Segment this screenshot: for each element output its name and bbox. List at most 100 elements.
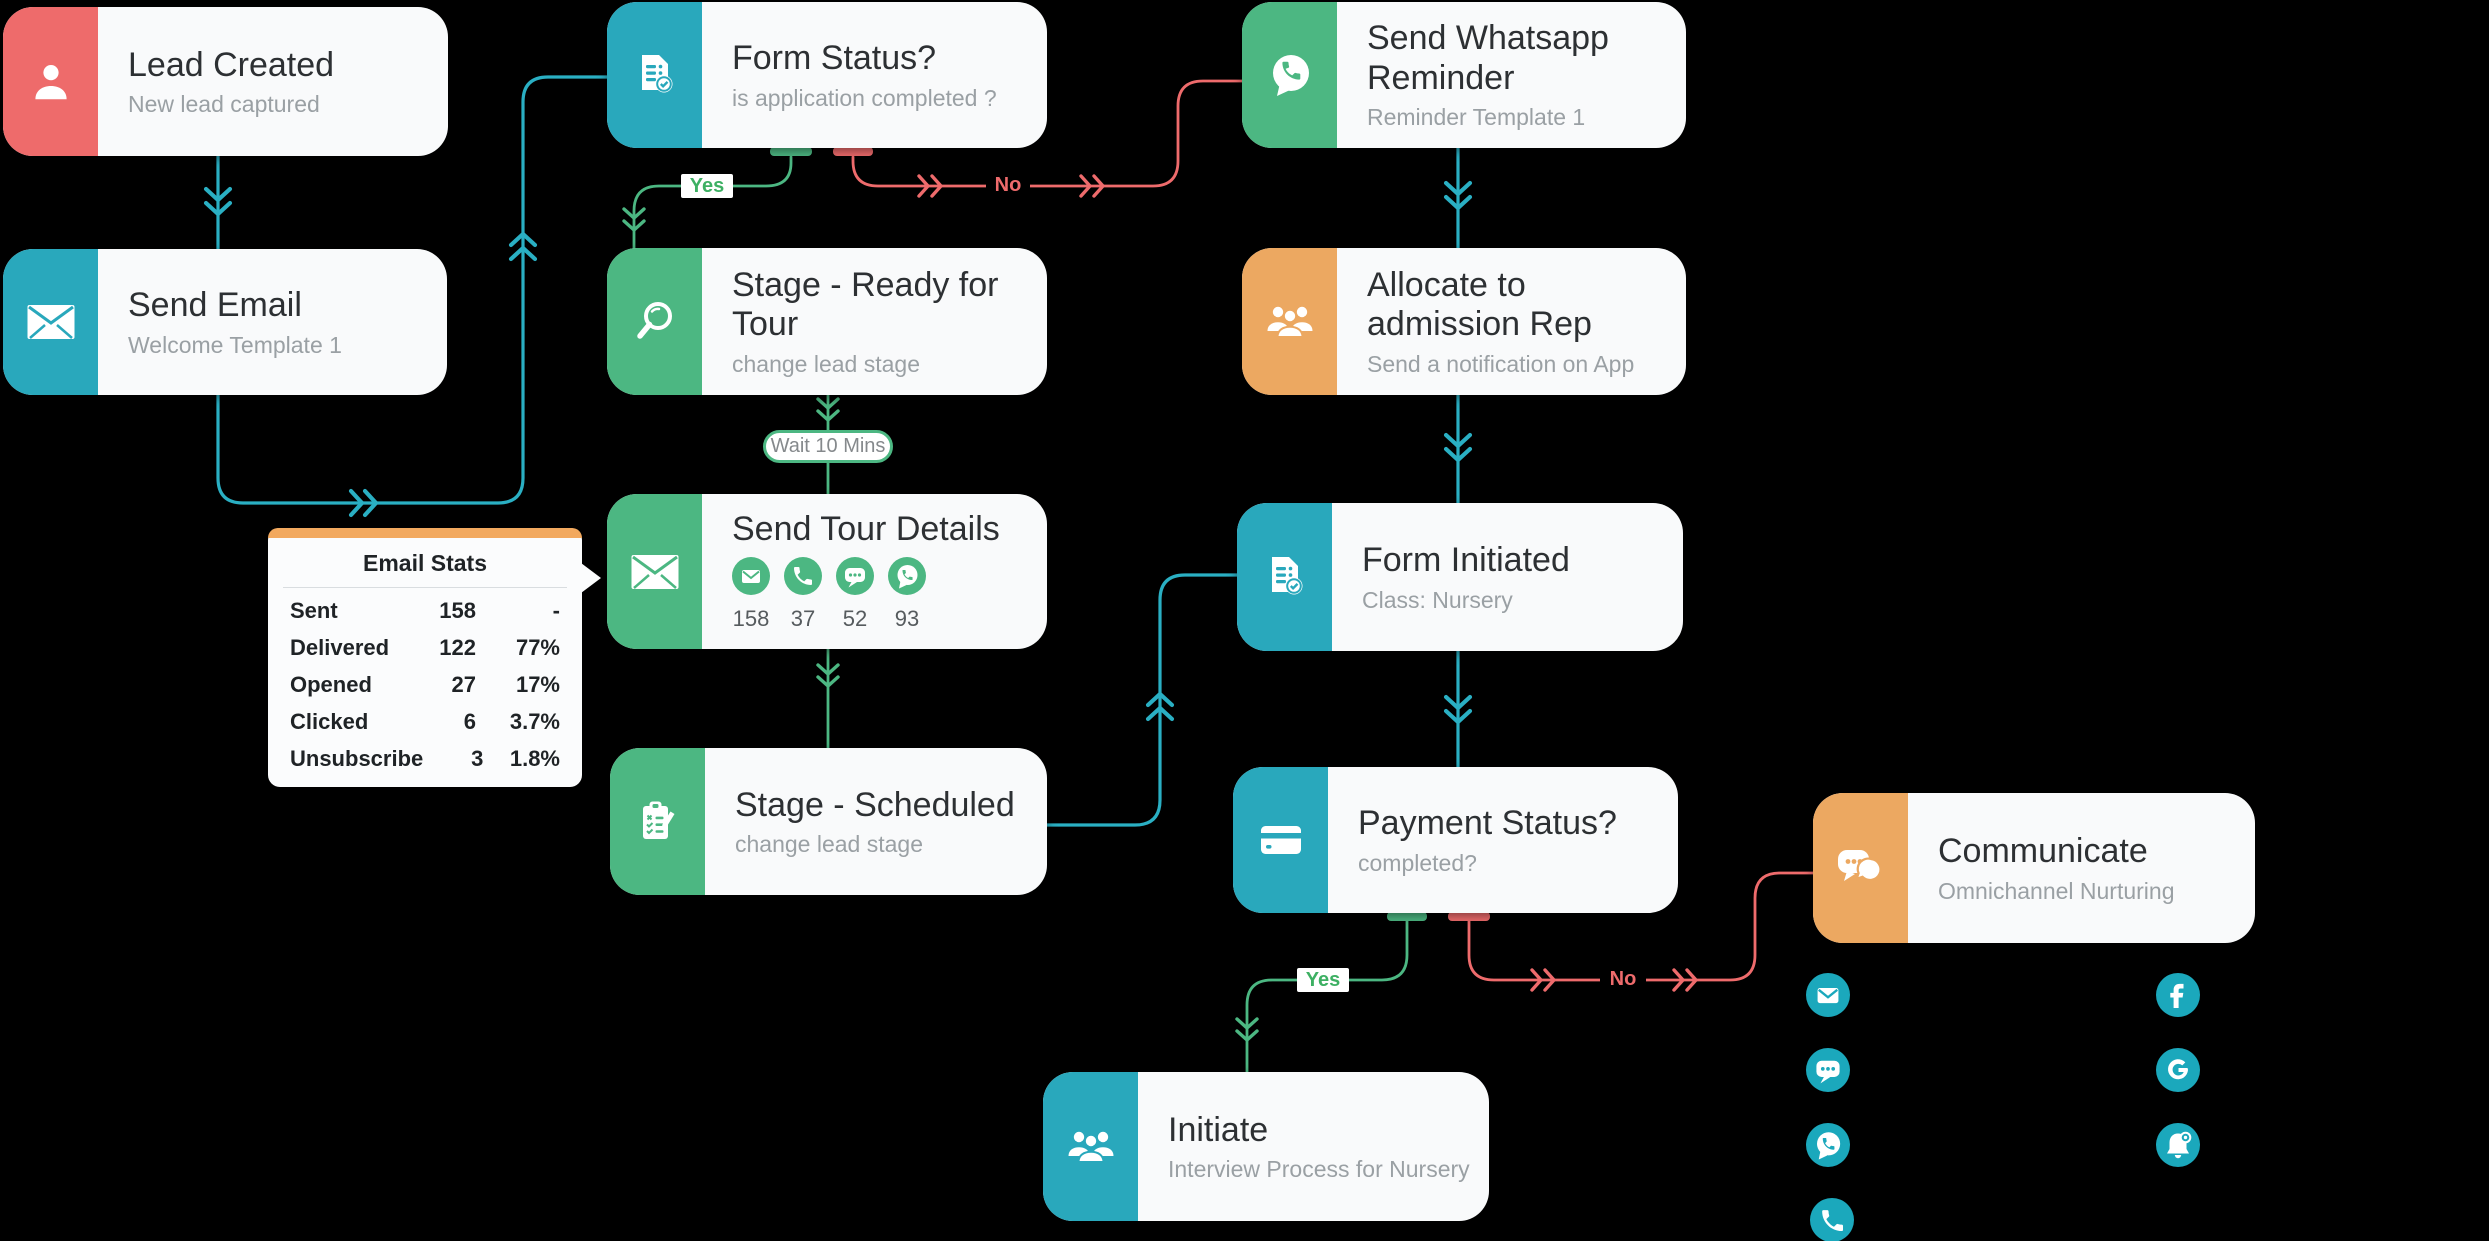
node-lead-created[interactable]: Lead Created New lead captured [3, 7, 448, 156]
email-stats-row-unsubscribe: Unsubscribe 3 1.8% [290, 740, 560, 777]
node-subtitle: Welcome Template 1 [128, 331, 342, 358]
form-check-icon [607, 2, 702, 148]
node-communicate[interactable]: Communicate Omnichannel Nurturing [1813, 793, 2255, 943]
email-stats-row-delivered: Delivered 122 77% [290, 629, 560, 666]
stat-pct: 77% [515, 634, 560, 660]
email-icon [3, 249, 98, 395]
node-subtitle: Interview Process for Nursery [1168, 1156, 1470, 1183]
clipboard-icon [610, 748, 705, 895]
email-stats-panel: Email Stats Sent 158 - Delivered 122 77%… [268, 528, 601, 787]
stat-label: Opened [290, 671, 372, 697]
branch-stubs [770, 147, 1490, 921]
node-payment-status[interactable]: Payment Status? completed? [1233, 767, 1678, 913]
channel-stats-row: 158 37 52 9 [732, 557, 1037, 632]
channel-call-count: 37 [790, 606, 816, 632]
node-subtitle: change lead stage [732, 350, 920, 377]
node-stage-scheduled[interactable]: Stage - Scheduled change lead stage [610, 748, 1047, 895]
stat-pct: 1.8% [509, 745, 560, 771]
channel-whatsapp[interactable]: 93 [888, 557, 926, 632]
whatsapp-icon [1242, 2, 1337, 148]
channel-email[interactable]: 158 [732, 557, 770, 632]
stat-pct: 3.7% [509, 708, 560, 734]
stat-label: Clicked [290, 708, 369, 734]
channel-sms-count: 52 [842, 606, 868, 632]
credit-card-icon [1233, 767, 1328, 913]
yes-label-form-status: Yes [681, 174, 733, 198]
stat-pct: 17% [515, 671, 560, 697]
node-subtitle: New lead captured [128, 91, 320, 118]
social-call-icon[interactable] [1810, 1198, 1854, 1241]
node-send-tour-details[interactable]: Send Tour Details 158 37 [607, 494, 1047, 649]
call-mini-icon [784, 557, 822, 600]
no-label-form-status: No [986, 172, 1030, 199]
search-icon [607, 248, 702, 395]
node-title: Allocate to admission Rep [1367, 265, 1592, 344]
node-subtitle: Omnichannel Nurturing [1938, 877, 2175, 904]
node-title: Send Tour Details [732, 510, 1000, 548]
social-notification-bell-icon[interactable] [2156, 1123, 2200, 1167]
red-arrowheads [917, 174, 1698, 992]
email-stats-row-opened: Opened 27 17% [290, 666, 560, 703]
email-stats-rows: Sent 158 - Delivered 122 77% Opened 27 1… [268, 592, 582, 777]
email-stats-row-clicked: Clicked 6 3.7% [290, 703, 560, 740]
user-icon [3, 7, 98, 156]
node-subtitle: Send a notification on App [1367, 350, 1635, 377]
social-google-icon[interactable] [2156, 1048, 2200, 1092]
wait-timer-pill[interactable]: Wait 10 Mins [763, 430, 893, 463]
email-icon [607, 494, 702, 649]
sms-mini-icon [836, 557, 874, 600]
email-mini-icon [732, 557, 770, 600]
stat-pct: - [552, 597, 560, 623]
team-icon [1242, 248, 1337, 395]
whatsapp-mini-icon [888, 557, 926, 600]
node-title: Stage - Ready for Tour [732, 265, 999, 344]
email-stats-title: Email Stats [363, 550, 487, 576]
node-title: Initiate [1168, 1110, 1269, 1149]
email-stats-divider [283, 587, 567, 588]
team-icon [1043, 1072, 1138, 1221]
node-send-email[interactable]: Send Email Welcome Template 1 [3, 249, 447, 395]
edge-formstatus-no [851, 79, 1244, 188]
edge-payment-no [1467, 871, 1815, 982]
channel-email-count: 158 [732, 606, 770, 632]
node-title: Payment Status? [1358, 804, 1617, 843]
edge-payment-yes [1245, 915, 1409, 1074]
social-email-icon[interactable] [1806, 973, 1850, 1017]
red-edges [851, 79, 1815, 982]
teal-arrowheads [203, 180, 1473, 725]
node-title: Form Initiated [1362, 541, 1570, 580]
stat-label: Sent [290, 597, 338, 623]
node-title: Communicate [1938, 832, 2148, 871]
node-send-whatsapp-reminder[interactable]: Send Whatsapp Reminder Reminder Template… [1242, 2, 1686, 148]
email-stats-accent-bar [268, 528, 582, 538]
node-title: Stage - Scheduled [735, 785, 1015, 824]
node-title: Send Whatsapp Reminder [1367, 19, 1609, 97]
node-stage-ready-for-tour[interactable]: Stage - Ready for Tour change lead stage [607, 248, 1047, 395]
node-title: Form Status? [732, 39, 937, 78]
stat-label: Unsubscribe [290, 745, 424, 771]
stat-value: 27 [451, 671, 476, 697]
social-whatsapp-icon[interactable] [1806, 1123, 1850, 1167]
stat-value: 158 [439, 597, 476, 623]
node-initiate[interactable]: Initiate Interview Process for Nursery [1043, 1072, 1489, 1221]
social-facebook-icon[interactable] [2156, 973, 2200, 1017]
node-subtitle: completed? [1358, 849, 1477, 876]
social-sms-icon[interactable] [1806, 1048, 1850, 1092]
node-allocate-admission-rep[interactable]: Allocate to admission Rep Send a notific… [1242, 248, 1686, 395]
no-label-payment: No [1600, 966, 1646, 993]
node-form-status[interactable]: Form Status? is application completed ? [607, 2, 1047, 148]
green-arrowheads [622, 207, 1259, 1042]
channel-sms[interactable]: 52 [836, 557, 874, 632]
channel-whatsapp-count: 93 [894, 606, 920, 632]
edge-email-to-formstatus [216, 75, 609, 505]
channel-call[interactable]: 37 [784, 557, 822, 632]
node-title: Lead Created [128, 45, 335, 84]
node-form-initiated[interactable]: Form Initiated Class: Nursery [1237, 503, 1683, 651]
yes-label-payment: Yes [1297, 968, 1349, 992]
email-stats-row-sent: Sent 158 - [290, 592, 560, 629]
node-title: Send Email [128, 286, 302, 325]
stat-value: 3 [471, 745, 484, 771]
node-subtitle: Reminder Template 1 [1367, 104, 1586, 131]
stat-value: 122 [439, 634, 476, 660]
